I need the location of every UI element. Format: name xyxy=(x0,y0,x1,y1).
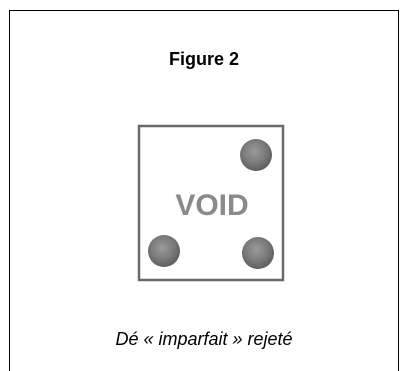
die-pip-bottom-right xyxy=(242,237,274,269)
figure-caption: Dé « imparfait » rejeté xyxy=(115,329,293,349)
die-pip-top-right xyxy=(240,139,272,171)
die-pip-bottom-left xyxy=(148,235,180,267)
figure-frame: Figure 2 VOID Dé « imparfait » rejeté xyxy=(9,10,399,371)
void-die-illustration: VOID xyxy=(137,124,285,282)
die-void-text: VOID xyxy=(175,189,248,222)
figure-title: Figure 2 xyxy=(168,49,239,69)
